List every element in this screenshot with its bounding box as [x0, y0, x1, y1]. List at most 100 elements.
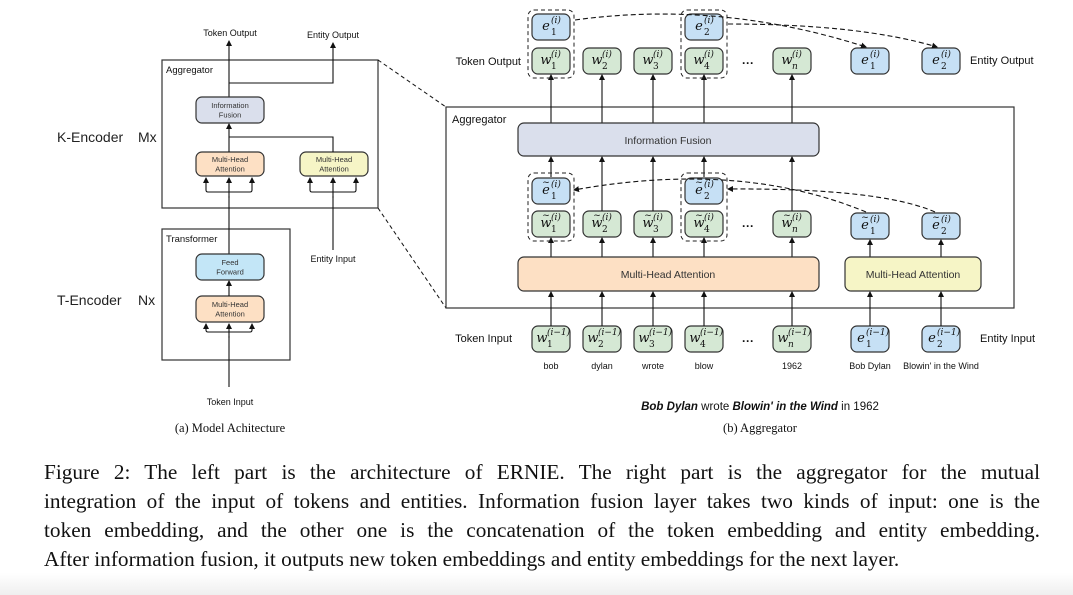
- symbol-superscript: (i−1): [598, 327, 622, 338]
- symbol-subscript: 1: [551, 62, 557, 72]
- symbol-superscript: (i−1): [547, 327, 571, 338]
- token-hidden-symbol: w~n(i): [781, 211, 802, 235]
- entity-output-label: Entity Output: [307, 30, 360, 40]
- entity-hidden-symbol: e~2(i): [932, 213, 951, 237]
- symbol-base: w: [591, 53, 602, 68]
- caption-line: token embedding, and the other one is th…: [44, 518, 1040, 542]
- entity-output-arrow: [229, 42, 336, 84]
- entity-output-box-inline: [531, 13, 571, 41]
- entity-2-hidden-dashed: [727, 185, 936, 213]
- symbol-subscript: 1: [870, 62, 876, 72]
- symbol-subscript: 3: [653, 225, 659, 235]
- symbol-subscript: 4: [704, 62, 710, 72]
- symbol-tilde: ~: [932, 213, 940, 223]
- aggregator-frame: [161, 59, 379, 209]
- page-bottom-edge: [0, 573, 1073, 595]
- symbol-base: w: [689, 331, 700, 346]
- symbol-base: w: [591, 216, 602, 231]
- symbol-base: w: [693, 53, 704, 68]
- symbol-tilde: ~: [593, 211, 601, 221]
- symbol-tilde: ~: [783, 211, 791, 221]
- symbol-base: e: [542, 19, 550, 34]
- symbol-base: e: [932, 53, 940, 68]
- entity-hidden-box-inline: [531, 177, 571, 205]
- symbol-base: w: [642, 53, 653, 68]
- symbol-superscript: (i−1): [788, 327, 812, 338]
- mha-transformer-label: Multi-Head: [212, 300, 248, 309]
- feed-forward-label: Forward: [216, 267, 244, 276]
- symbol-subscript: 1: [866, 340, 872, 350]
- symbol-base: w: [540, 53, 551, 68]
- entity-output-label: Entity Output: [970, 55, 1034, 67]
- symbol-superscript: (i): [551, 179, 561, 190]
- symbol-superscript: (i): [870, 49, 880, 60]
- mha-transformer-box: [195, 295, 265, 323]
- entity-2-output-dashed: [727, 23, 938, 49]
- symbol-subscript: 1: [547, 340, 553, 350]
- token-hidden-symbol: w~4(i): [693, 211, 714, 235]
- token-output-label: Token Output: [203, 28, 257, 38]
- mha-entity-box: [844, 256, 982, 292]
- mha-token-box: [517, 256, 820, 292]
- entity-hidden-symbol: e~2(i): [695, 178, 714, 202]
- symbol-subscript: 1: [551, 192, 557, 202]
- symbol-base: e: [542, 183, 550, 198]
- symbol-base: w: [638, 331, 649, 346]
- symbol-base: w: [540, 216, 551, 231]
- mha-token-label: Multi-Head: [212, 155, 248, 164]
- symbol-subscript: 4: [704, 225, 710, 235]
- token-output-label: Token Output: [456, 56, 521, 68]
- symbol-superscript: (i): [551, 212, 561, 223]
- symbol-subscript: 2: [941, 227, 947, 237]
- entity-input-label: Entity Input: [980, 333, 1035, 345]
- zoom-guide-top: [377, 59, 447, 108]
- mha-entity-label: Multi-Head: [316, 155, 352, 164]
- symbol-superscript: (i−1): [866, 327, 890, 338]
- entity-output-box: [850, 47, 890, 75]
- token-input-word: dylan: [591, 361, 613, 371]
- symbol-superscript: (i): [551, 15, 561, 26]
- example-sentence: Bob Dylan wrote Blowin' in the Wind in 1…: [641, 401, 879, 413]
- symbol-superscript: (i): [941, 49, 951, 60]
- information-fusion-label: Information: [211, 101, 249, 110]
- entity-output-box-inline: [684, 13, 724, 41]
- mha-entity-input-fork: [333, 177, 359, 193]
- caption-line: integration of the input of tokens and e…: [44, 489, 1040, 513]
- symbol-superscript: (i): [704, 179, 714, 190]
- token-input-word: 1962: [782, 361, 802, 371]
- symbol-superscript: (i): [870, 214, 880, 225]
- information-fusion-label: Fusion: [219, 110, 242, 119]
- symbol-tilde: ~: [644, 211, 652, 221]
- t-encoder-label: T-Encoder: [57, 292, 122, 308]
- entity-input-word: Blowin' in the Wind: [903, 361, 979, 371]
- symbol-base: e: [932, 218, 940, 233]
- symbol-superscript: (i): [704, 49, 714, 60]
- sentence-fragment: in 1962: [838, 401, 879, 413]
- symbol-subscript: 4: [700, 340, 706, 350]
- symbol-base: e: [928, 331, 936, 346]
- symbol-subscript: 2: [704, 28, 710, 38]
- symbol-subscript: 3: [653, 62, 659, 72]
- aggregator-frame: [445, 106, 1015, 309]
- symbol-superscript: (i): [792, 49, 802, 60]
- feed-forward-label: Feed: [221, 258, 238, 267]
- mha-transformer-label: Attention: [215, 309, 245, 318]
- entity-input-label: Entity Input: [310, 254, 356, 264]
- symbol-superscript: (i): [602, 49, 612, 60]
- information-fusion-label: Information Fusion: [625, 135, 712, 147]
- sentence-fragment: Bob Dylan: [641, 401, 698, 413]
- figure-caption: Figure 2: The left part is the architect…: [44, 458, 1040, 574]
- symbol-superscript: (i): [551, 49, 561, 60]
- symbol-subscript: 1: [551, 28, 557, 38]
- symbol-superscript: (i): [602, 212, 612, 223]
- symbol-superscript: (i−1): [649, 327, 673, 338]
- mha-transformer-input-fork: [203, 323, 229, 333]
- caption-line: After information fusion, it outputs new…: [44, 547, 900, 571]
- k-encoder-multiplier: Mx: [138, 129, 157, 145]
